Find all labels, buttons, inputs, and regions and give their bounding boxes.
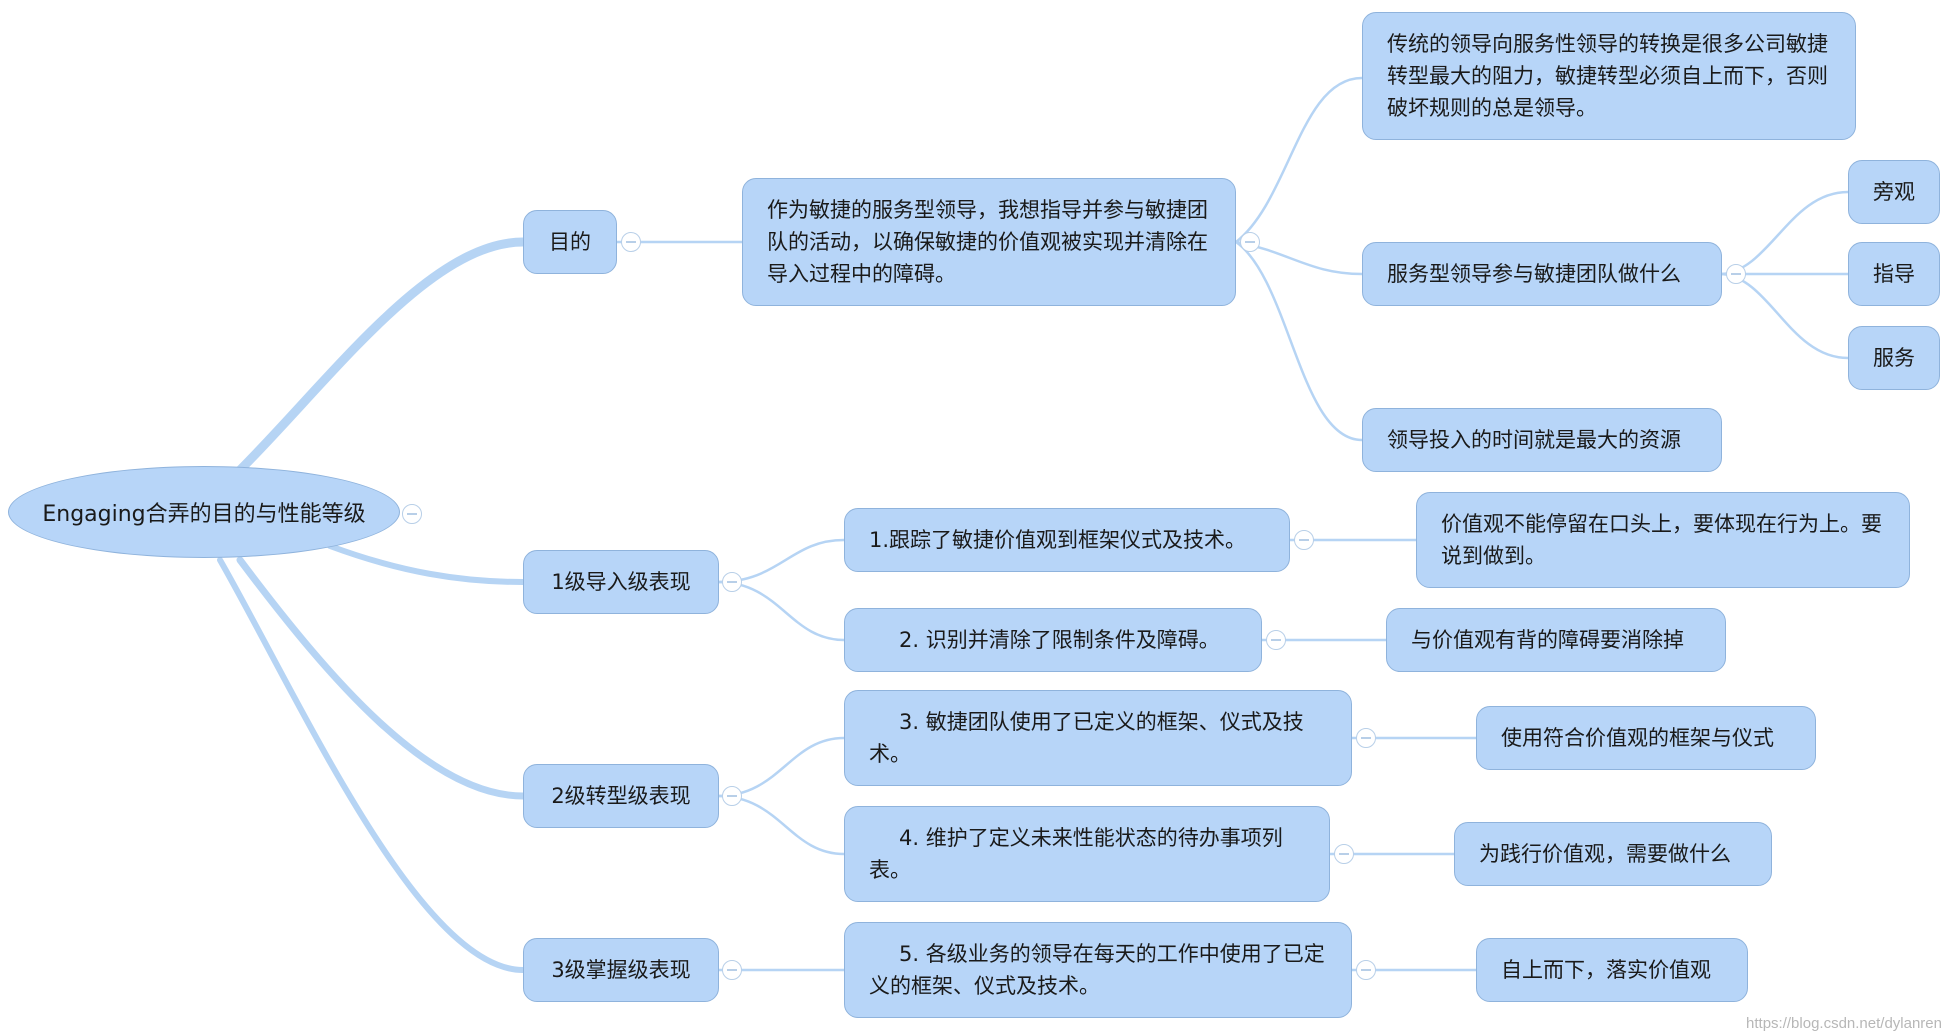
link-root-level2 [236,556,527,800]
leaf-coach[interactable]: 指导 [1848,242,1940,306]
leaf-observe[interactable]: 旁观 [1848,160,1940,224]
branch-level3[interactable]: 3级掌握级表现 [523,938,719,1002]
branch-purpose[interactable]: 目的 [523,210,617,274]
root-label: Engaging合弄的目的与性能等级 [42,502,366,527]
collapse-toggle-root[interactable] [402,504,422,524]
collapse-toggle-item1[interactable] [1294,530,1314,550]
branch-level2[interactable]: 2级转型级表现 [523,764,719,828]
level2-item3[interactable]: 3. 敏捷团队使用了已定义的框架、仪式及技术。 [844,690,1352,786]
collapse-toggle-level3[interactable] [722,960,742,980]
level2-note3[interactable]: 使用符合价值观的框架与仪式 [1476,706,1816,770]
collapse-toggle-item5[interactable] [1356,960,1376,980]
purpose-statement[interactable]: 作为敏捷的服务型领导，我想指导并参与敏捷团队的活动，以确保敏捷的价值观被实现并清… [742,178,1236,306]
collapse-toggle-item4[interactable] [1334,844,1354,864]
level1-item1[interactable]: 1.跟踪了敏捷价值观到框架仪式及技术。 [844,508,1290,572]
leaf-serve[interactable]: 服务 [1848,326,1940,390]
link-statement-note-c [1234,240,1364,442]
link-servant-serve [1720,272,1850,360]
level2-item4[interactable]: 4. 维护了定义未来性能状态的待办事项列表。 [844,806,1330,902]
level1-note2[interactable]: 与价值观有背的障碍要消除掉 [1386,608,1726,672]
collapse-toggle-servant[interactable] [1726,264,1746,284]
level3-note5[interactable]: 自上而下，落实价值观 [1476,938,1748,1002]
collapse-toggle-item3[interactable] [1356,728,1376,748]
link-root-level1 [327,543,526,585]
link-servant-observe [1720,190,1850,276]
note-transformation-resistance[interactable]: 传统的领导向服务性领导的转换是很多公司敏捷转型最大的阻力，敏捷转型必须自上而下，… [1362,12,1856,140]
note-leader-time-resource[interactable]: 领导投入的时间就是最大的资源 [1362,408,1722,472]
link-root-level3 [217,557,526,973]
collapse-toggle-level1[interactable] [722,572,742,592]
level3-item5[interactable]: 5. 各级业务的领导在每天的工作中使用了已定义的框架、仪式及技术。 [844,922,1352,1018]
branch-level1[interactable]: 1级导入级表现 [523,550,719,614]
note-servant-leader-activities[interactable]: 服务型领导参与敏捷团队做什么 [1362,242,1722,306]
link-statement-note-a [1234,76,1364,244]
level2-note4[interactable]: 为践行价值观，需要做什么 [1454,822,1772,886]
watermark: https://blog.csdn.net/dylanren [1746,1015,1942,1032]
level1-item2[interactable]: 2. 识别并清除了限制条件及障碍。 [844,608,1262,672]
collapse-toggle-item2[interactable] [1266,630,1286,650]
collapse-toggle-purpose[interactable] [621,232,641,252]
root-node[interactable]: Engaging合弄的目的与性能等级 [8,466,400,558]
link-root-purpose [235,237,528,475]
level1-note1[interactable]: 价值观不能停留在口头上，要体现在行为上。要说到做到。 [1416,492,1910,588]
collapse-toggle-level2[interactable] [722,786,742,806]
collapse-toggle-statement[interactable] [1240,232,1260,252]
